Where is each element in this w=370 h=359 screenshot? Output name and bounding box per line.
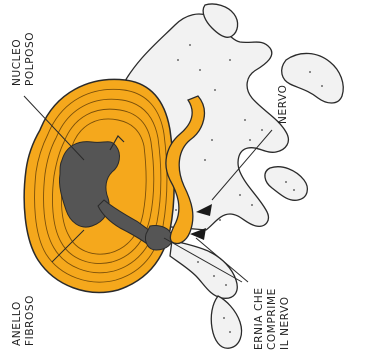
label-hernia-line1: ERNIA CHE [253,287,265,350]
label-nucleus-line2: POLPOSO [24,32,36,86]
bottom-fragment [211,296,241,348]
lower-process [170,240,237,298]
label-hernia: ERNIA CHE COMPRIME IL NERVO [253,287,291,350]
label-annulus-line2: FIBROSO [24,295,36,346]
label-nucleus-line1: NUCLEO [11,39,23,86]
label-annulus-line1: ANELLO [11,301,23,346]
lamina-right [265,167,307,201]
label-nerve-text: NERVO [277,85,289,124]
right-process [282,53,344,103]
label-hernia-line3: IL NERVO [279,296,291,350]
label-nerve: NERVO [277,85,289,124]
label-annulus: ANELLO FIBROSO [11,295,36,346]
label-hernia-line2: COMPRIME [266,288,278,350]
label-nucleus: NUCLEO POLPOSO [11,32,36,86]
